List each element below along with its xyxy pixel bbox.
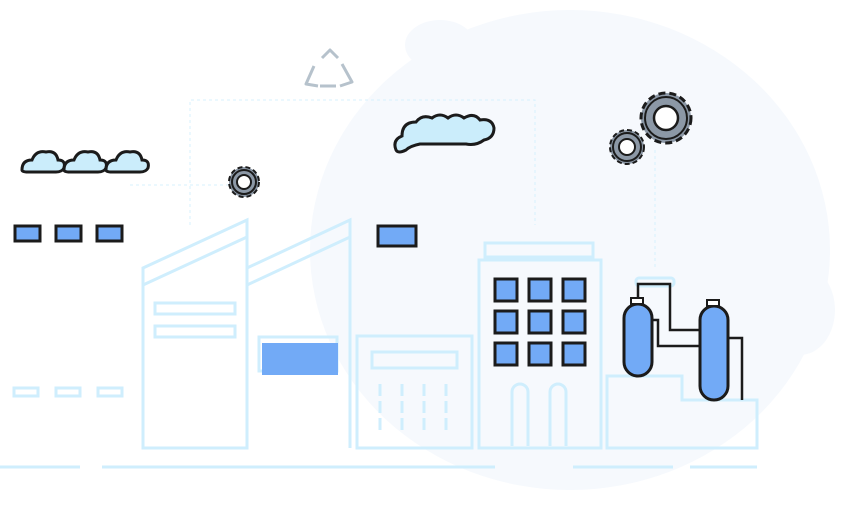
sawtooth-building bbox=[245, 217, 352, 448]
factory-buildings bbox=[0, 217, 759, 469]
background-blob bbox=[765, 265, 835, 355]
floating-windows bbox=[13, 224, 418, 248]
office-windows bbox=[493, 277, 587, 367]
background-blob bbox=[310, 10, 830, 490]
cloud-icon bbox=[20, 150, 66, 174]
gas-tank-icon bbox=[622, 282, 744, 402]
warehouse bbox=[355, 334, 474, 450]
cloud-icon bbox=[104, 150, 150, 174]
window bbox=[54, 224, 83, 243]
gear-icon bbox=[228, 166, 260, 198]
window bbox=[262, 343, 338, 375]
gear-icon bbox=[639, 91, 693, 145]
window bbox=[95, 224, 124, 243]
background-blob bbox=[405, 20, 475, 70]
sawtooth-building bbox=[141, 217, 249, 450]
ghost-window bbox=[12, 386, 40, 398]
cloud-icon bbox=[393, 113, 496, 154]
window bbox=[13, 224, 42, 243]
ghost-window bbox=[54, 386, 82, 398]
ghost-window bbox=[96, 386, 124, 398]
window bbox=[376, 224, 418, 248]
cloud-icon bbox=[62, 150, 108, 174]
gear-icon bbox=[609, 129, 645, 165]
recycle-icon bbox=[304, 48, 354, 88]
pipe bbox=[636, 282, 744, 400]
office-tower bbox=[477, 258, 603, 450]
tank-base bbox=[605, 374, 759, 450]
dashed-guides bbox=[130, 99, 656, 270]
cloud-group-left bbox=[20, 150, 150, 174]
